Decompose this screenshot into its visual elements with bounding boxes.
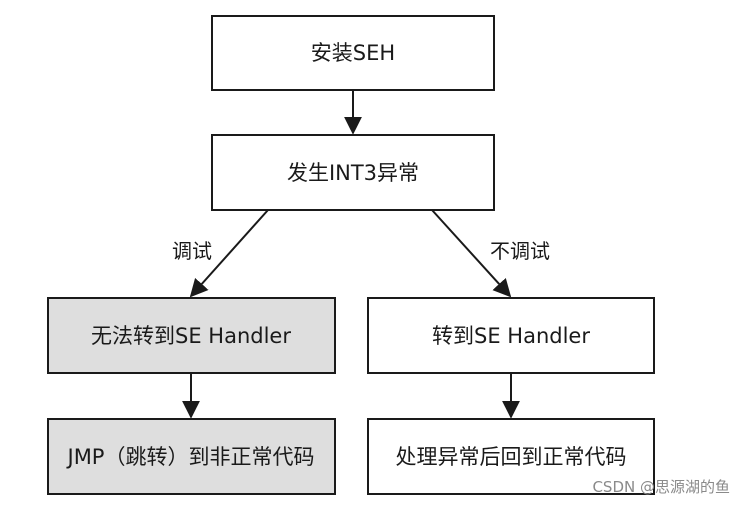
edge-debug-label: 调试 [172, 239, 212, 263]
node-install-seh-box [211, 15, 495, 91]
node-handle-return-normal: 处理异常后回到正常代码 [367, 418, 655, 495]
node-jmp-abnormal: JMP（跳转）到非正常代码 [47, 418, 336, 495]
edge-int3-to-cannot-handler [189, 209, 269, 298]
node-cannot-goto-handler-box [47, 297, 336, 374]
watermark: CSDN @思源湖的鱼 [592, 478, 730, 496]
node-jmp-abnormal-box [47, 418, 336, 495]
edge-int3-to-goto-handler [431, 209, 512, 298]
node-int3-exception-box [211, 134, 495, 211]
node-handle-return-normal-box [367, 418, 655, 495]
edge-no-debug-label: 不调试 [490, 239, 550, 263]
node-goto-handler: 转到SE Handler [367, 297, 655, 374]
node-handle-return-normal-label: 处理异常后回到正常代码 [396, 445, 627, 469]
node-int3-exception: 发生INT3异常 [211, 134, 495, 211]
node-jmp-abnormal-label: JMP（跳转）到非正常代码 [66, 445, 315, 469]
node-goto-handler-label: 转到SE Handler [432, 324, 590, 348]
node-cannot-goto-handler-label: 无法转到SE Handler [91, 324, 291, 348]
node-int3-exception-label: 发生INT3异常 [287, 161, 419, 185]
node-cannot-goto-handler: 无法转到SE Handler [47, 297, 336, 374]
node-install-seh: 安装SEH [211, 15, 495, 91]
node-install-seh-label: 安装SEH [311, 41, 395, 65]
